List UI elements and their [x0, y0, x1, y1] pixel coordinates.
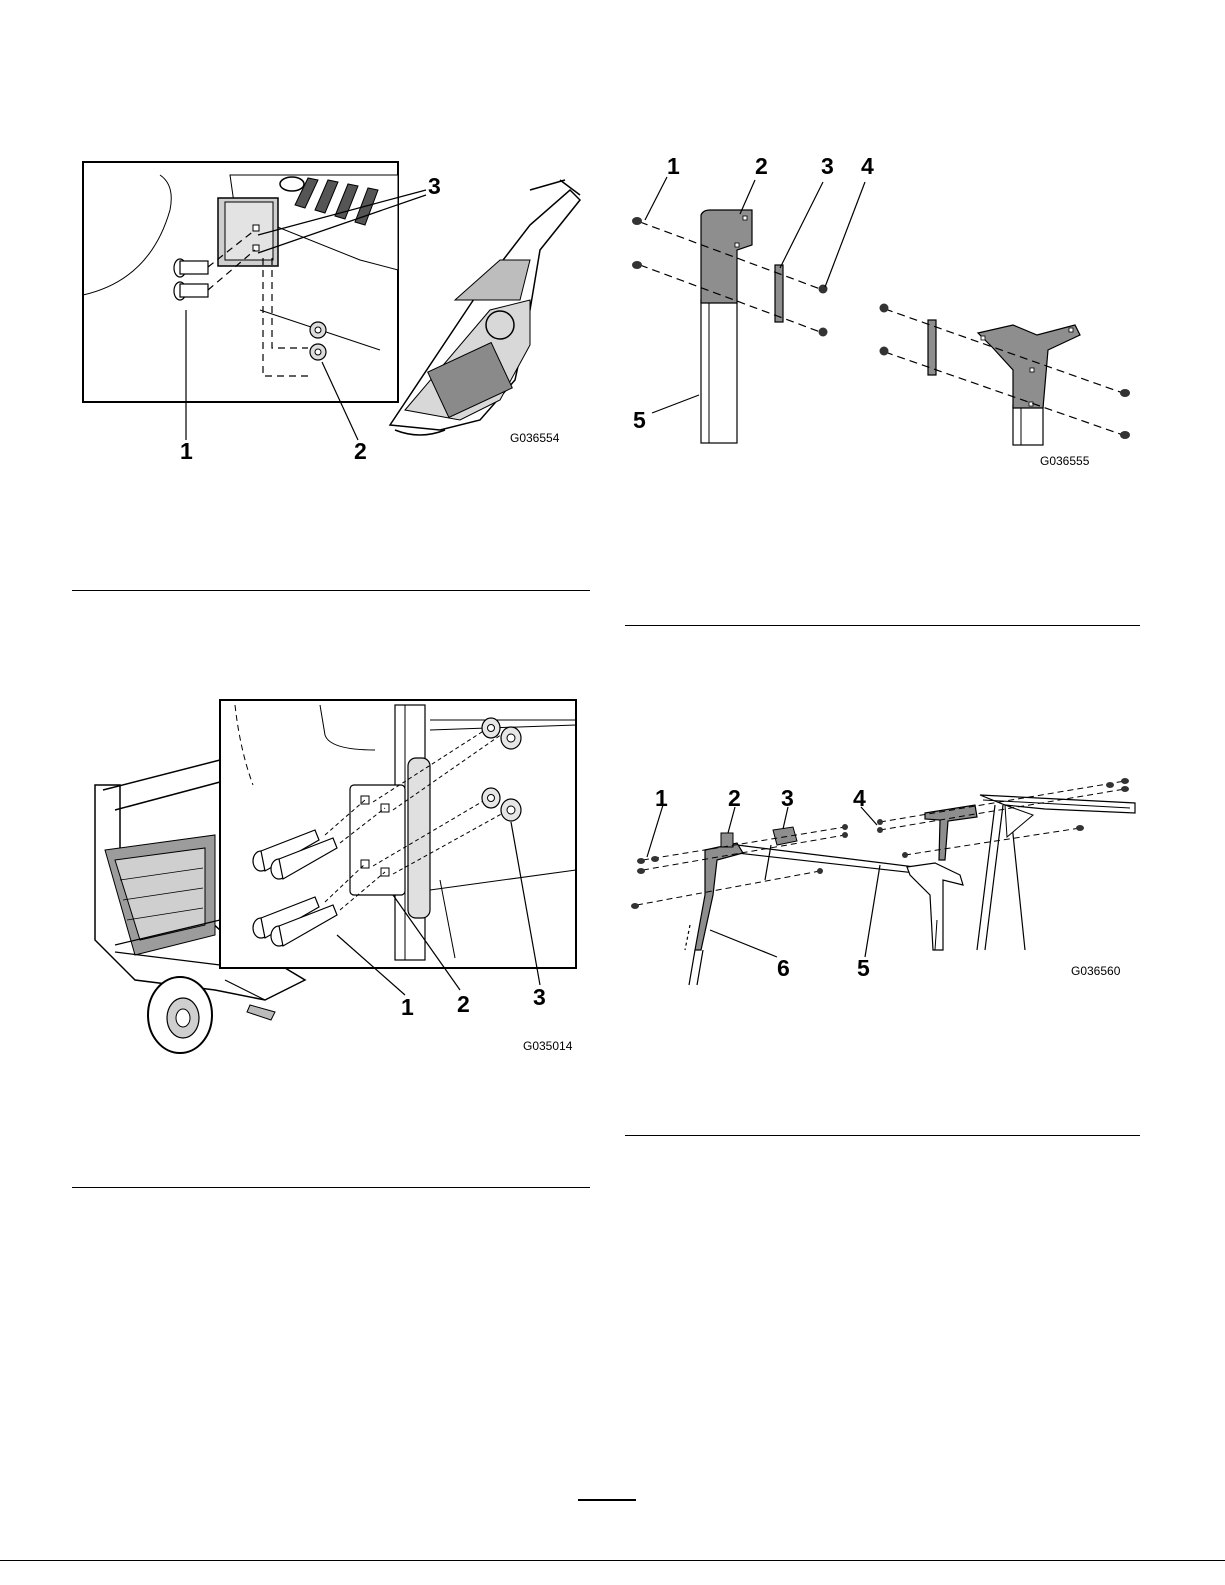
section-rule [72, 1187, 590, 1188]
figure-g036554-callout-3: 3 [428, 175, 441, 198]
figure-g036554: 1 2 3 G036554 [60, 150, 590, 470]
figure-g036555-illustration [625, 150, 1145, 480]
section-rule [625, 1135, 1140, 1136]
figure-g036555: 1 2 3 4 5 G036555 [625, 150, 1145, 480]
figure-g036560-callout-1: 1 [655, 787, 668, 810]
figure-g036554-illustration [60, 150, 590, 470]
figure-g036560-callout-2: 2 [728, 787, 741, 810]
figure-g035014: 1 2 3 G035014 [75, 690, 590, 1060]
section-rule [625, 625, 1140, 626]
figure-g036554-callout-2: 2 [354, 440, 367, 463]
figure-g035014-callout-3: 3 [533, 986, 546, 1009]
figure-g035014-illustration [75, 690, 590, 1060]
figure-g036555-code: G036555 [1040, 455, 1089, 467]
footer-rule [0, 1560, 1225, 1561]
figure-g036560-callout-3: 3 [781, 787, 794, 810]
figure-g035014-callout-1: 1 [401, 996, 414, 1019]
figure-g036560: 1 2 3 4 6 5 G036560 [625, 775, 1145, 990]
figure-g036554-code: G036554 [510, 432, 559, 444]
figure-g036560-code: G036560 [1071, 965, 1120, 977]
figure-g036555-callout-1: 1 [667, 155, 680, 178]
figure-g036560-callout-5: 5 [857, 957, 870, 980]
figure-g036554-callout-1: 1 [180, 440, 193, 463]
figure-g036555-callout-2: 2 [755, 155, 768, 178]
section-rule [72, 590, 590, 591]
figure-g036555-callout-5: 5 [633, 409, 646, 432]
page-number-underline [578, 1499, 636, 1501]
figure-g035014-code: G035014 [523, 1040, 572, 1052]
figure-g035014-callout-2: 2 [457, 993, 470, 1016]
figure-g036560-callout-4: 4 [853, 787, 866, 810]
figure-g036555-callout-4: 4 [861, 155, 874, 178]
figure-g036555-callout-3: 3 [821, 155, 834, 178]
figure-g036560-illustration [625, 775, 1145, 990]
figure-g036560-callout-6: 6 [777, 957, 790, 980]
